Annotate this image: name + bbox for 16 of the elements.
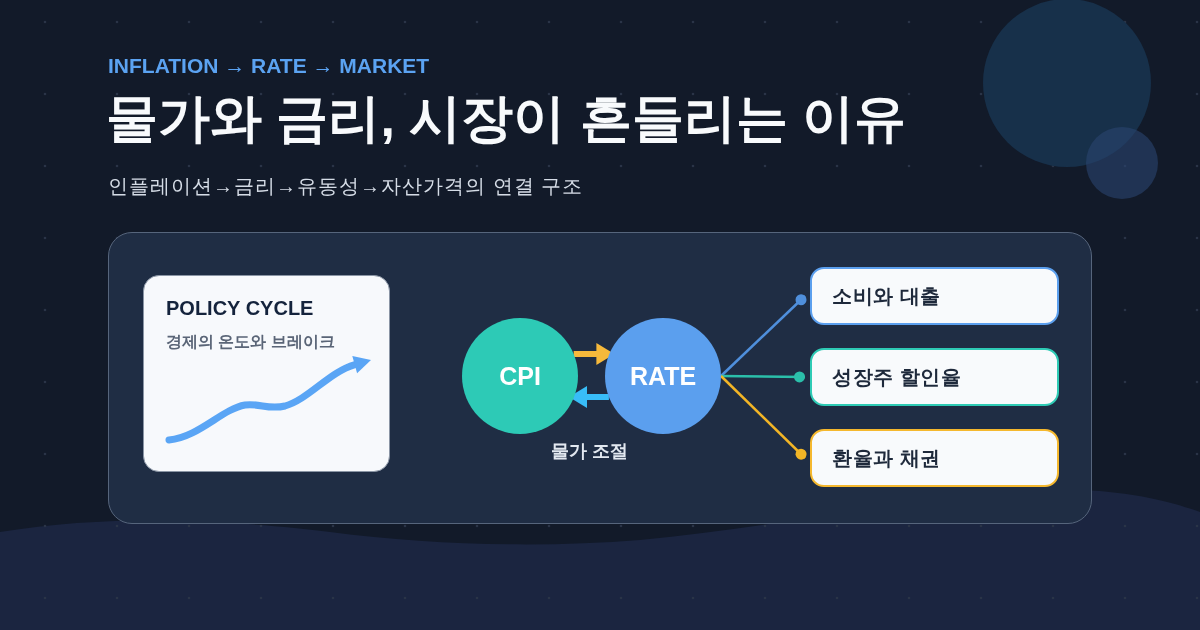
connector-line [721, 371, 805, 383]
eyebrow-label: INFLATION → RATE → MARKET [108, 53, 430, 79]
circle-node: RATE [605, 318, 721, 434]
card-title: POLICY CYCLE [166, 296, 314, 320]
outcome-box: 환율과 채권 [810, 429, 1059, 487]
card-subtitle: 경제의 온도와 브레이크 [166, 332, 335, 352]
cycle-label: 물가 조절 [551, 441, 629, 463]
circle-node: CPI [462, 318, 578, 434]
connector-line [720, 294, 807, 377]
connector-line [720, 375, 807, 460]
outcome-box: 소비와 대출 [810, 267, 1059, 325]
page-title: 물가와 금리, 시장이 흔들리는 이유 [106, 88, 907, 149]
outcome-box: 성장주 할인율 [810, 348, 1059, 406]
subtitle: 인플레이션→금리→유동성→자산가격의 연결 구조 [108, 174, 584, 198]
info-card [143, 275, 390, 472]
diagram-panel [108, 232, 1092, 524]
